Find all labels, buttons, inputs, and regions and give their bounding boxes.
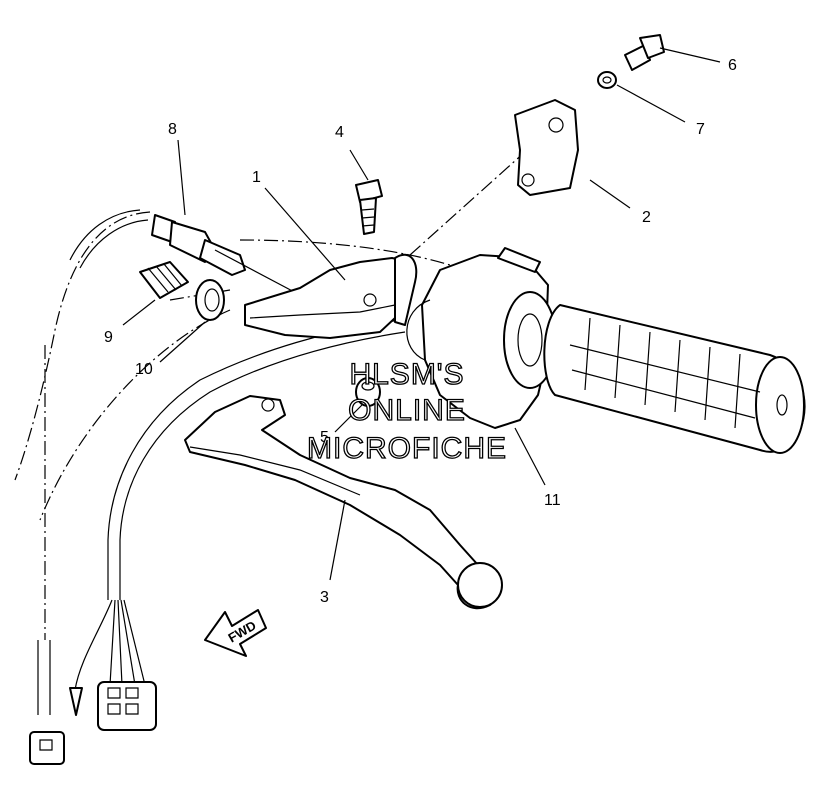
pivot-bolt [355, 179, 383, 235]
callout-5: 5 [320, 429, 329, 446]
switch-wiring [69, 540, 157, 731]
lever-holder [244, 253, 418, 339]
lock-nut [195, 279, 225, 321]
callout-7: 7 [696, 121, 705, 138]
single-wire-connector [29, 640, 65, 765]
callout-3: 3 [320, 589, 329, 606]
callout-8: 8 [168, 121, 177, 138]
callout-6: 6 [728, 57, 737, 74]
switch-housing [406, 247, 557, 429]
watermark: HLSM'S ONLINE MICROFICHE [306, 357, 507, 465]
callout-4: 4 [335, 124, 344, 141]
watermark-line-2: ONLINE [348, 394, 466, 427]
forward-direction-arrow: FWD [204, 609, 267, 657]
clutch-lever [184, 395, 503, 610]
watermark-line-1: HLSM'S [349, 358, 464, 391]
watermark-line-3: MICROFICHE [307, 432, 507, 465]
screw [624, 34, 665, 71]
handlebar-grip [543, 304, 806, 454]
clutch-cable [69, 209, 301, 296]
clamp [514, 99, 579, 196]
adjuster-nut [139, 261, 189, 299]
callout-2: 2 [642, 209, 651, 226]
callout-1: 1 [252, 169, 261, 186]
callout-9: 9 [104, 329, 113, 346]
callout-numbers: 1 2 3 4 5 6 7 8 9 10 11 [104, 57, 737, 606]
callout-11: 11 [544, 492, 561, 509]
washer [597, 71, 617, 89]
leader-lines [122, 47, 721, 581]
pivot-nut [355, 377, 381, 407]
callout-10: 10 [135, 361, 153, 378]
